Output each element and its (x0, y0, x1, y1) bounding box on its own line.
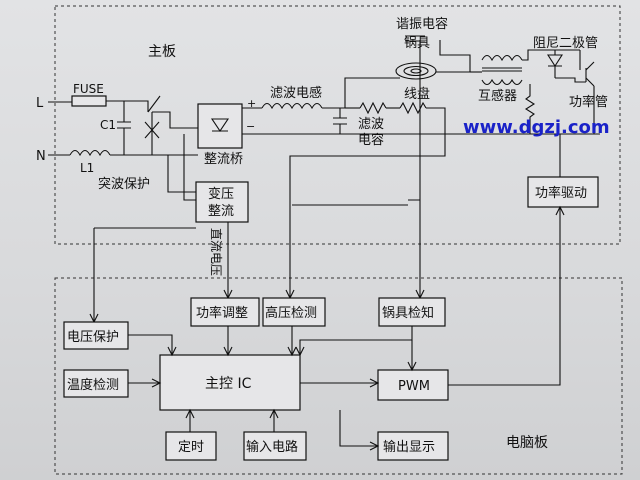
wire-ac-to-transformer (183, 134, 196, 201)
inductor-l1 (69, 149, 111, 157)
block-transformer-rectifier (195, 181, 249, 223)
block-transformer-rectifier-2: 整流 (208, 204, 234, 219)
computer-board-outline (54, 277, 623, 475)
dc-voltage-label: 直流电压 (209, 228, 223, 276)
block-main-ic-label: 主控 IC (205, 376, 252, 392)
filter-cap-label-1: 滤波 (358, 117, 384, 132)
block-input-circuit-label: 输入电路 (246, 439, 298, 455)
arrow-ic-display (369, 441, 380, 451)
coil-inner-2 (410, 68, 422, 74)
rectifier-label: 整流桥 (204, 152, 243, 167)
arrow-temp-ic (151, 378, 162, 388)
terminal-L: L (36, 96, 44, 111)
igbt-icon (579, 50, 595, 87)
block-voltage-protect-label: 电压保护 (67, 330, 119, 345)
wire-n-to-transformer (167, 155, 196, 193)
wire-coil-right (436, 40, 471, 73)
l1-label: L1 (80, 161, 94, 175)
varistor-symbol (144, 112, 160, 148)
main-board-title: 主板 (148, 44, 176, 60)
computer-board-title: 电脑板 (506, 435, 548, 451)
filter-cap-label-2: 电容 (358, 132, 384, 148)
svg-text:直流电压: 直流电压 (209, 228, 223, 276)
block-input-circuit (243, 431, 307, 461)
fuse-label: FUSE (73, 82, 104, 96)
block-timer (165, 431, 217, 461)
resonant-cap-label: 谐振电容 (396, 16, 448, 32)
arrow-potdet-pwm (407, 361, 417, 372)
coil-symbol (395, 62, 437, 80)
block-hv-detect (262, 297, 326, 327)
wire-plus-rail-up (344, 77, 400, 108)
fuse-symbol (71, 95, 107, 107)
block-temp-detect-label: 温度检测 (67, 377, 119, 393)
coil-label: 线盘 (404, 86, 430, 102)
block-voltage-protect (63, 321, 129, 350)
block-pot-detect (378, 297, 446, 327)
main-board-outline (54, 5, 621, 245)
bridge-diode-icon (210, 118, 230, 132)
coil-inner-1 (403, 65, 429, 77)
transformer-label: 互感器 (478, 88, 517, 104)
block-output-display (377, 431, 449, 461)
block-output-display-label: 输出显示 (383, 439, 435, 455)
block-timer-label: 定时 (178, 440, 204, 455)
block-transformer-rectifier-1: 变压 (208, 186, 234, 202)
wire-resistor-out (426, 107, 446, 150)
arrow-potdet-ic (295, 346, 305, 357)
block-pot-detect-label: 锅具检知 (382, 305, 434, 321)
bridge-plus: + (247, 97, 256, 110)
wire-diode-to-igbt (555, 77, 586, 83)
block-power-drive (527, 176, 599, 208)
block-power-adjust (190, 297, 260, 327)
arrow-input-ic (269, 408, 279, 419)
power-tube-label: 功率管 (569, 94, 608, 110)
rectifier-bridge (197, 103, 243, 149)
wire-ct-to-igbt (522, 49, 580, 61)
wire-l-after-fuse (106, 100, 149, 112)
arrow-timer-ic (185, 408, 195, 419)
damper-diode-icon (546, 54, 564, 68)
capacitor-c1 (117, 101, 131, 155)
block-power-adjust-label: 功率调整 (196, 305, 248, 321)
wire-vp-to-ic (128, 334, 173, 355)
wire-pot-detect (408, 40, 421, 298)
arrow-pwm-drive (555, 205, 565, 216)
wire-pwm-to-drive (448, 207, 561, 386)
wire-surge-top (147, 95, 161, 113)
arrow-pa-ic (223, 346, 233, 357)
arrow-hv-ic (287, 346, 297, 357)
terminal-N: N (36, 149, 46, 164)
ct-resistor (524, 84, 536, 134)
c1-label: C1 (100, 118, 116, 132)
resistor-2 (399, 101, 427, 115)
wire-potdet-to-ic (299, 326, 413, 355)
arrow-vp-ic (167, 346, 177, 357)
filter-inductor-label: 滤波电感 (270, 85, 322, 101)
block-main-ic (159, 354, 301, 411)
surge-label: 突波保护 (98, 176, 150, 192)
damper-diode-label: 阻尼二极管 (533, 36, 598, 51)
block-pwm (377, 369, 449, 401)
wire-hv-detect (289, 150, 446, 298)
ct-coil-top (481, 54, 523, 62)
block-power-drive-label: 功率驱动 (535, 185, 587, 201)
arrow-ic-pwm (369, 378, 380, 388)
wire-to-bridge-l (152, 111, 198, 129)
block-pwm-label: PWM (398, 379, 430, 394)
watermark-text: www.dgzj.com (463, 117, 610, 138)
block-hv-detect-label: 高压检测 (265, 305, 317, 321)
resistor-1 (359, 101, 387, 115)
filter-capacitor (333, 108, 347, 134)
filter-inductor (261, 102, 323, 110)
resonant-capacitor (405, 35, 425, 42)
ct-coil-bottom (481, 78, 523, 86)
pot-label: 锅具 (404, 35, 430, 51)
bridge-minus: − (246, 120, 255, 133)
wire-ic-to-display (339, 410, 378, 447)
ct-core (482, 67, 522, 72)
